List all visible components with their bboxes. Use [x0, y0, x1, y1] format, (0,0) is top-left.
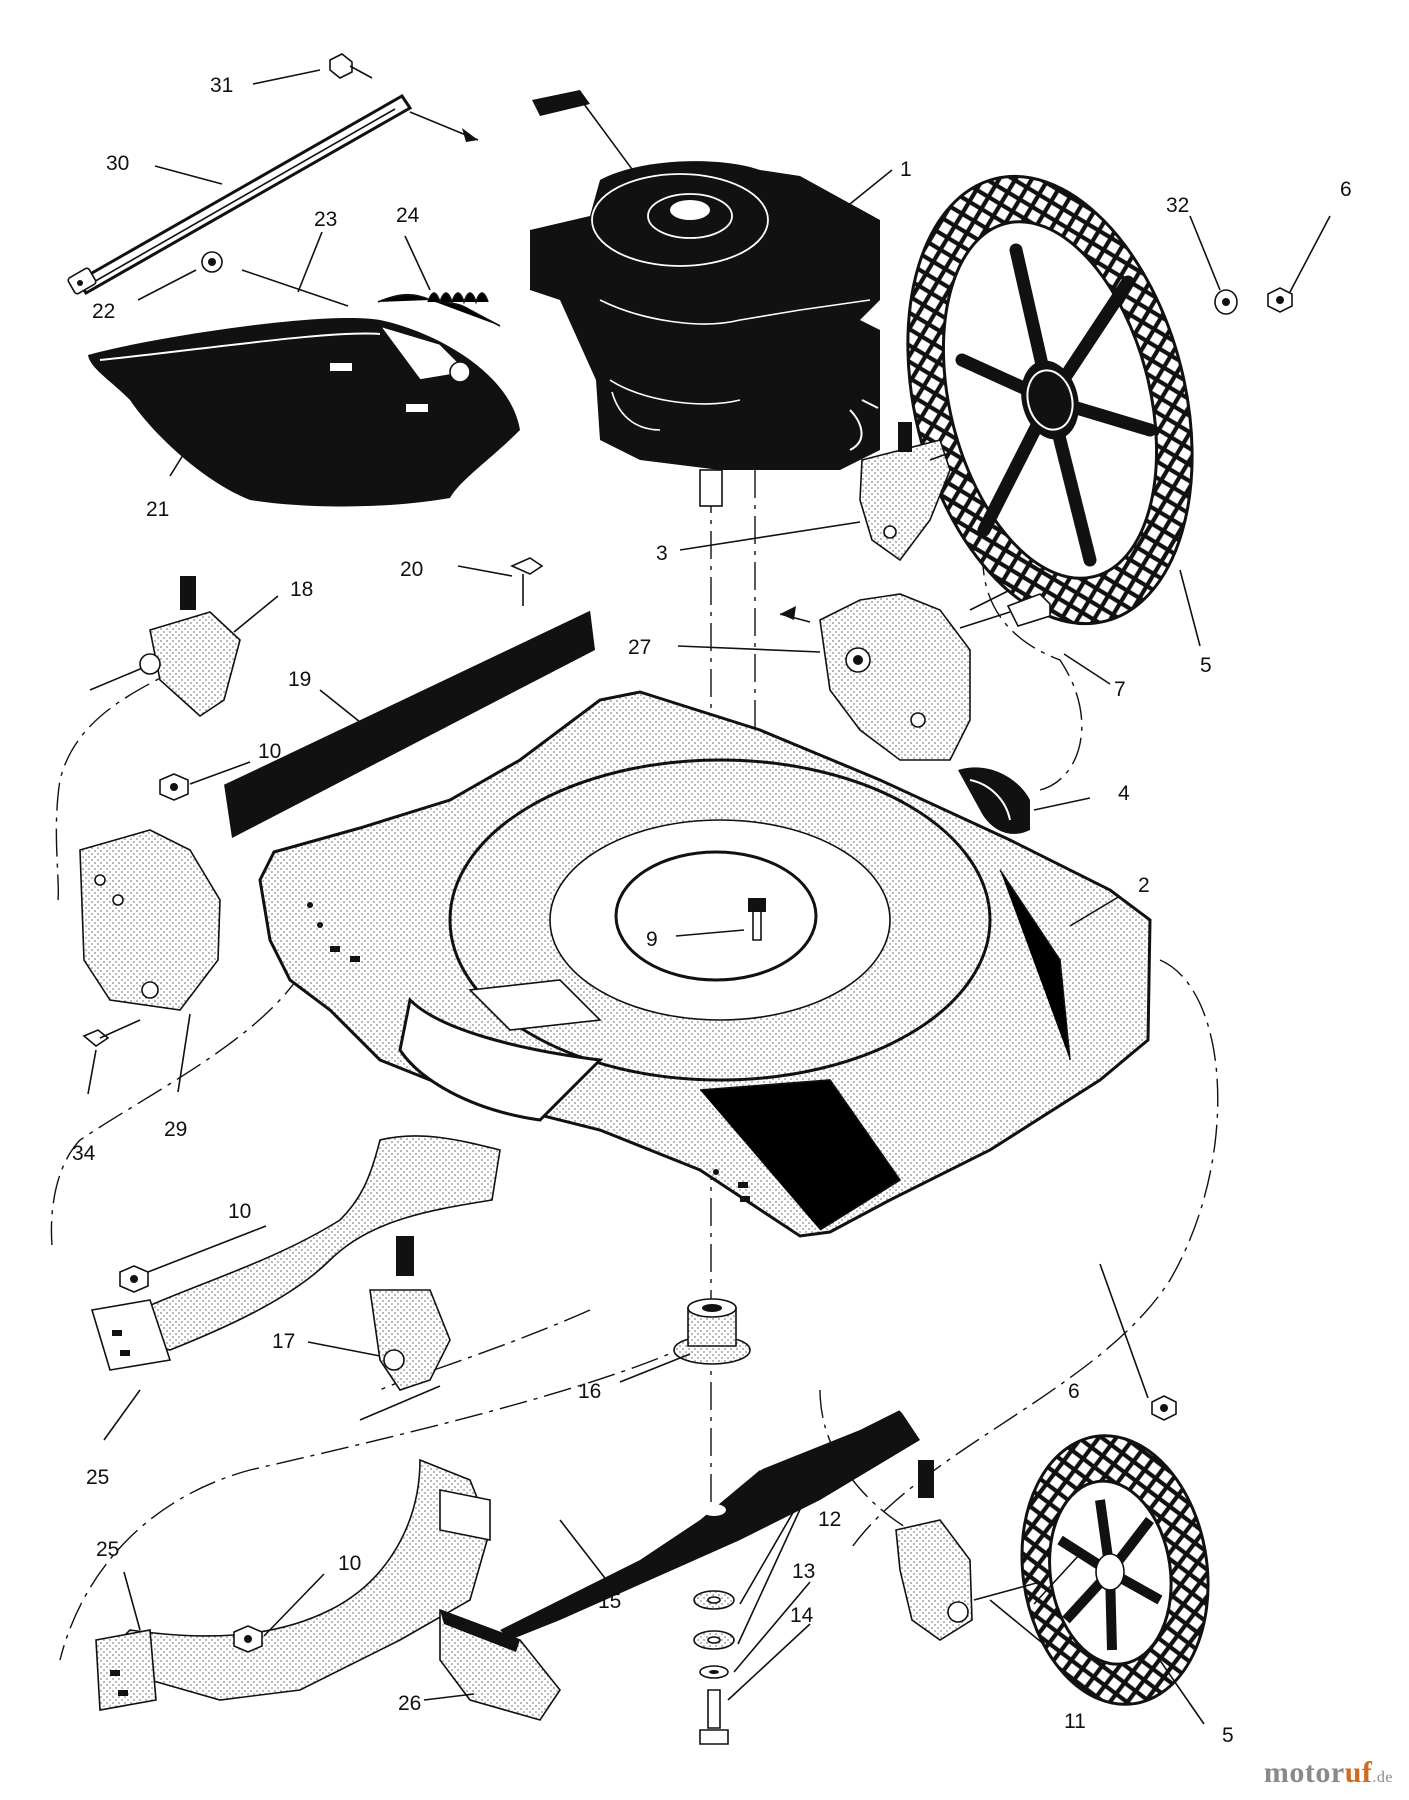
bolt-14 — [699, 1689, 729, 1745]
hinge-parts — [201, 251, 501, 327]
callout-32: 32 — [1166, 194, 1189, 217]
bolt-20 — [510, 557, 544, 606]
callout-31: 31 — [210, 74, 233, 97]
nut-6-upper — [1267, 287, 1293, 313]
callout-21: 21 — [146, 498, 169, 521]
washer-32 — [1214, 289, 1238, 315]
washers-12 — [693, 1590, 735, 1650]
bolt-7 — [959, 593, 1051, 629]
callout-20: 20 — [400, 558, 423, 581]
baffle-19 — [223, 609, 595, 838]
rear-deflector — [88, 318, 520, 507]
engine — [530, 90, 880, 507]
callout-6-lower: 6 — [1068, 1380, 1080, 1403]
height-adjuster-18 — [89, 576, 241, 718]
rear-bracket-25-upper — [90, 1135, 501, 1371]
callout-25-lower: 25 — [96, 1538, 119, 1561]
callout-3: 3 — [656, 542, 668, 565]
nut-10-upper — [159, 773, 189, 801]
washer-13 — [699, 1665, 729, 1679]
blade-15 — [500, 1399, 920, 1640]
rear-bracket-25-lower — [95, 1458, 491, 1711]
front-wheel — [1020, 1434, 1210, 1706]
callout-19: 19 — [288, 668, 311, 691]
bolt-31 — [329, 53, 373, 79]
callout-10-lower: 10 — [338, 1552, 361, 1575]
callout-1: 1 — [900, 158, 912, 181]
callout-5-front-wheel: 5 — [1222, 1724, 1234, 1747]
callout-4: 4 — [1118, 782, 1130, 805]
knob-4 — [958, 767, 1030, 834]
callout-25-upper: 25 — [86, 1466, 109, 1489]
callout-24: 24 — [396, 204, 420, 227]
callout-13: 13 — [792, 1560, 815, 1583]
callout-9: 9 — [646, 928, 658, 951]
watermark-main: motor — [1263, 1756, 1345, 1789]
height-adjuster-3 — [859, 422, 953, 562]
height-adjuster-11 — [895, 1460, 1041, 1641]
watermark-logo: motoruf.de — [1264, 1756, 1393, 1790]
callout-17: 17 — [272, 1330, 295, 1353]
watermark-accent: uf — [1344, 1756, 1373, 1789]
bracket-29 — [79, 829, 221, 1011]
nut-6-lower — [1151, 1395, 1177, 1421]
callout-10-middle: 10 — [228, 1200, 251, 1223]
leader-lines — [87, 69, 1331, 1725]
callout-22: 22 — [92, 300, 115, 323]
bracket-27 — [779, 589, 1011, 761]
mower-deck — [258, 690, 1152, 1238]
callout-11: 11 — [1064, 1710, 1086, 1733]
callout-26: 26 — [398, 1692, 421, 1715]
watermark-tld: .de — [1372, 1769, 1393, 1786]
nut-10-middle — [119, 1265, 149, 1293]
callout-5-rear-wheel: 5 — [1200, 654, 1212, 677]
callout-29: 29 — [164, 1118, 187, 1141]
callout-7: 7 — [1114, 678, 1126, 701]
bolt-9 — [748, 898, 766, 941]
callout-15: 15 — [598, 1590, 621, 1613]
callout-12: 12 — [818, 1508, 841, 1531]
handle-rod — [67, 94, 413, 295]
callout-14: 14 — [790, 1604, 814, 1627]
callout-34: 34 — [72, 1142, 96, 1165]
callout-27: 27 — [628, 636, 651, 659]
callout-23: 23 — [314, 208, 337, 231]
callout-18: 18 — [290, 578, 313, 601]
callout-2: 2 — [1138, 874, 1150, 897]
rear-wheel — [906, 174, 1194, 626]
callout-30: 30 — [106, 152, 129, 175]
mulch-plug-26 — [439, 1608, 561, 1721]
nut-10-lower — [233, 1625, 263, 1653]
callout-labels: 1 2 3 4 5 5 6 6 7 9 10 10 10 11 12 13 14… — [72, 74, 1352, 1747]
bolt-34 — [82, 1019, 141, 1047]
callout-6-upper: 6 — [1340, 178, 1352, 201]
height-adjuster-17 — [359, 1236, 451, 1421]
blade-adapter-16 — [673, 1298, 751, 1365]
callout-10-upper: 10 — [258, 740, 281, 763]
callout-16: 16 — [578, 1380, 601, 1403]
